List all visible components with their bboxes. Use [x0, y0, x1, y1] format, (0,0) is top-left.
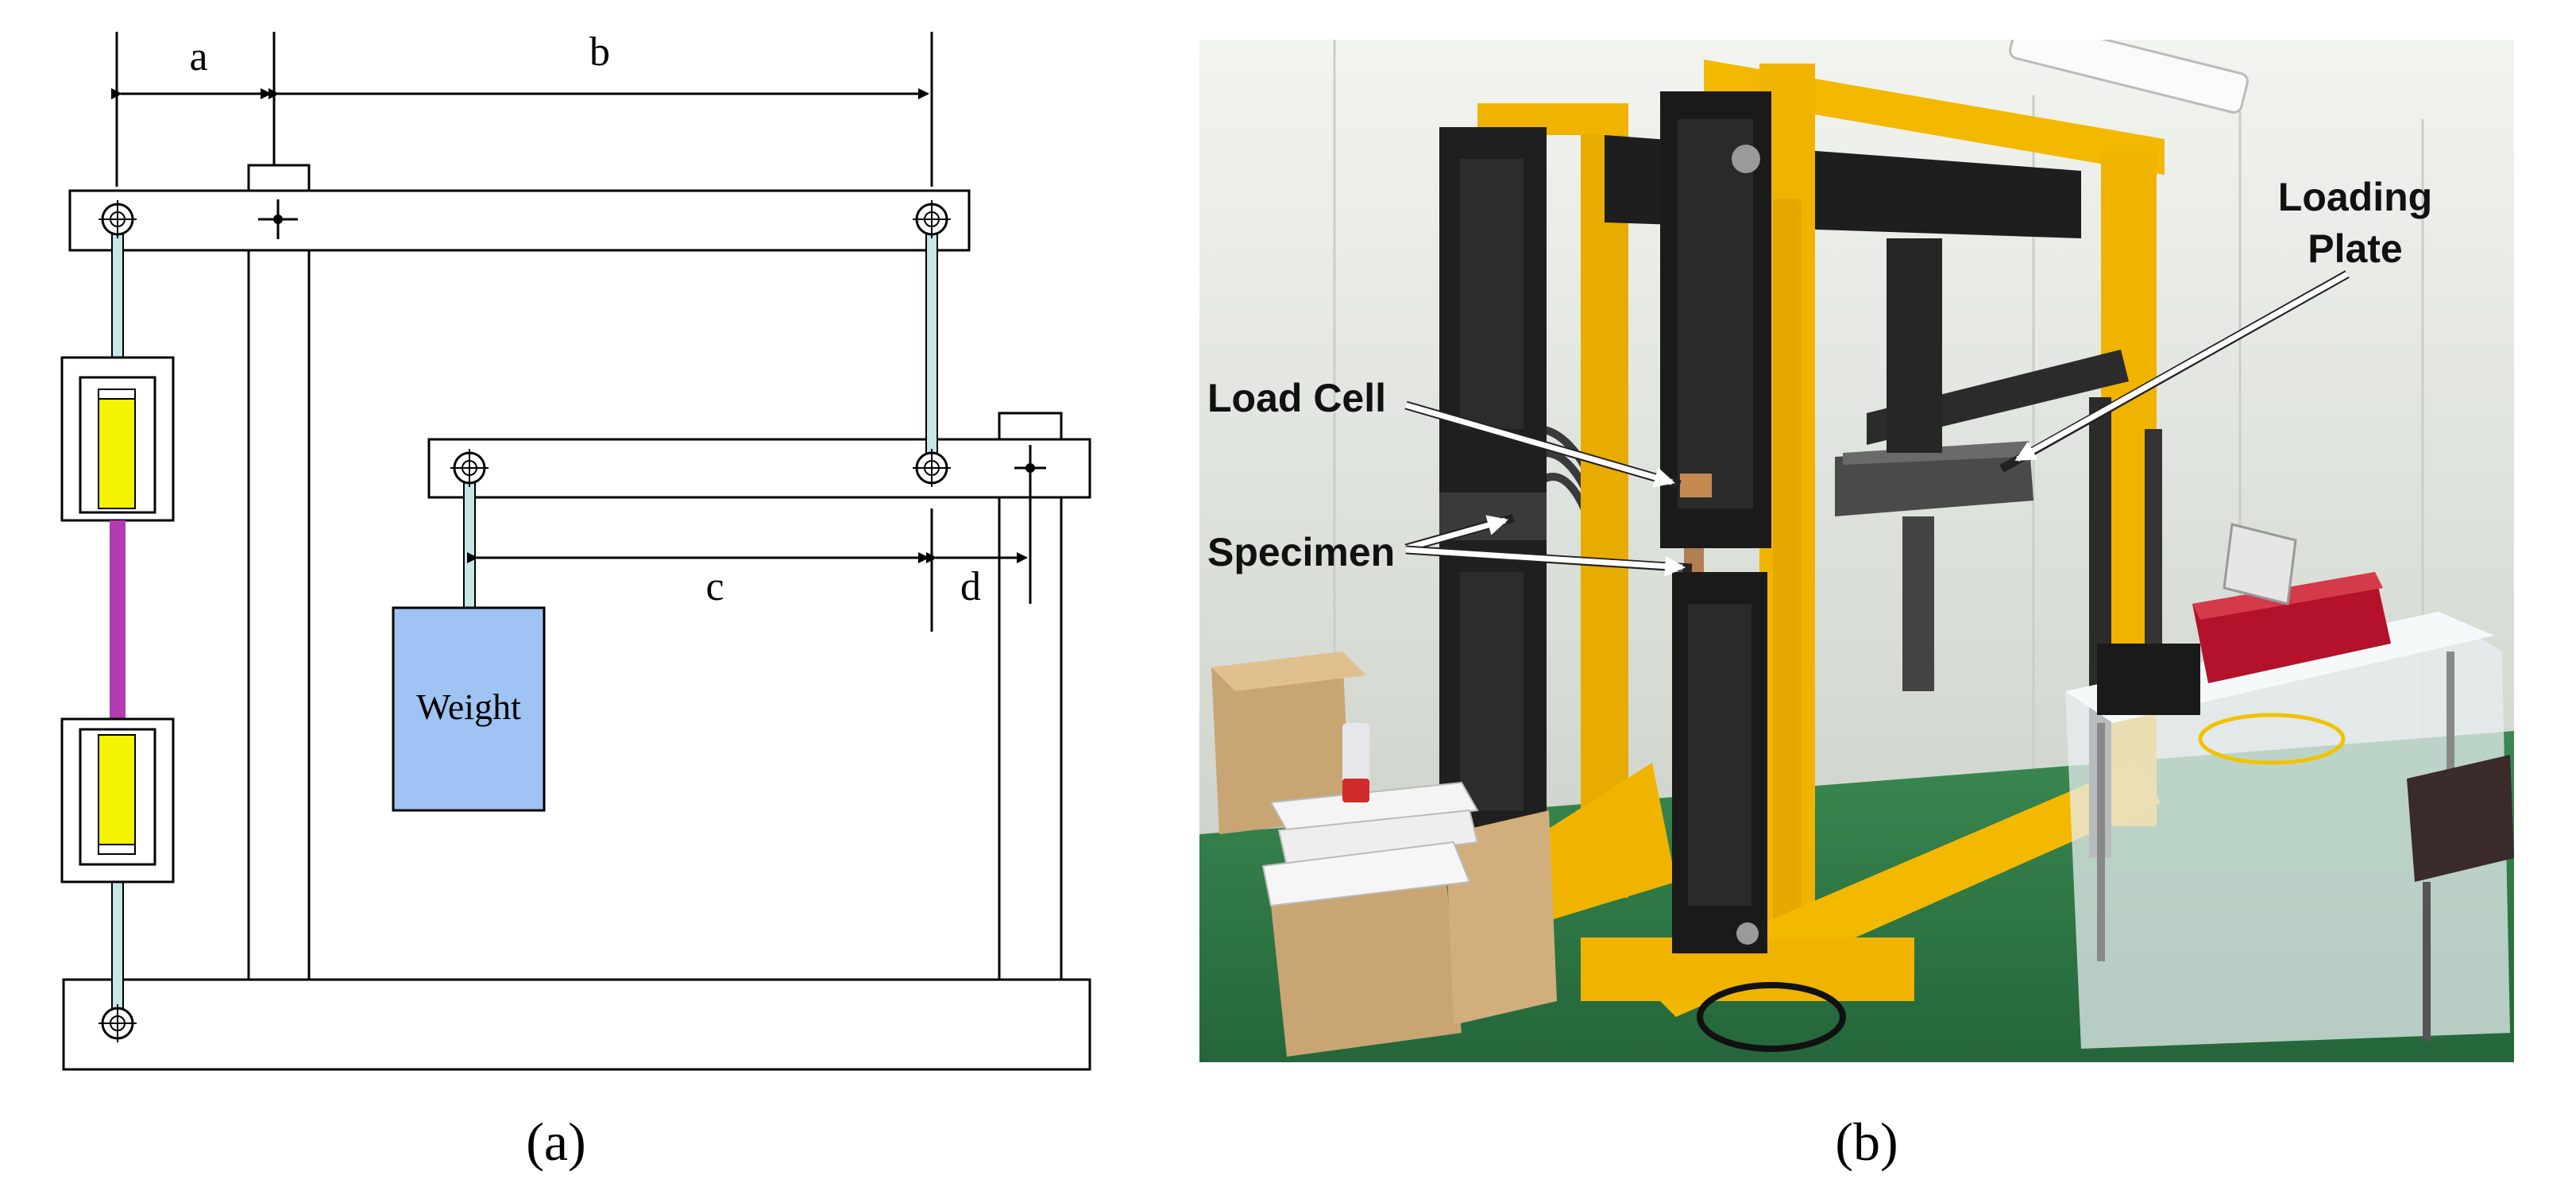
base-beam — [62, 978, 1091, 1071]
dimension-d: d — [926, 477, 1032, 609]
callout-loading-plate-line1: Loading — [2278, 175, 2432, 219]
lower-grip — [60, 717, 175, 883]
dimension-label-c: c — [705, 564, 724, 609]
callout-loading-plate-line2: Plate — [2308, 226, 2403, 271]
callout-specimen: Specimen — [1207, 530, 1395, 574]
floor-cable-coil — [1697, 982, 1846, 1052]
weight-block: Weight — [392, 606, 546, 812]
dimension-b: b — [268, 29, 933, 187]
dimension-c: c — [467, 508, 933, 632]
paper-stack — [1261, 781, 1479, 907]
specimen-arrow-lower — [1405, 547, 1686, 577]
equipment-table — [2065, 523, 2510, 1049]
pin-joint-top-right — [913, 200, 951, 238]
top-lever-beam — [68, 189, 971, 252]
upper-grip-insert — [98, 398, 136, 509]
loading-plate-arrow — [2014, 271, 2349, 462]
load-cell-arrow — [1405, 402, 1675, 488]
upper-grip — [60, 356, 175, 522]
middle-lever-beam — [427, 438, 1091, 499]
panel-b-photo: Loading Plate Load Cell Specimen (b) — [1199, 40, 2514, 1172]
ceiling-light — [2009, 40, 2249, 114]
spray-can — [1342, 723, 1369, 802]
connecting-rod — [925, 219, 938, 469]
pin-joint-base — [98, 1004, 137, 1042]
weight-label: Weight — [416, 686, 521, 727]
back-black-column — [1439, 127, 1547, 842]
load-cell — [1680, 474, 1712, 497]
upper-pull-rod — [111, 218, 124, 359]
caption-a: (a) — [526, 1111, 585, 1172]
chair — [2407, 755, 2514, 1041]
front-black-column — [1660, 91, 1771, 953]
cardboard-boxes — [1211, 651, 1557, 1057]
caption-b: (b) — [1835, 1111, 1898, 1172]
signal-conditioner — [2097, 644, 2200, 715]
pin-joint-top-left — [98, 200, 137, 238]
dimension-label-b: b — [589, 29, 610, 75]
pin-joint-middle-right — [913, 449, 951, 487]
specimen-arrow-upper — [1405, 515, 1508, 551]
lower-grip-insert — [98, 734, 136, 845]
top-fulcrum-pivot — [258, 199, 298, 239]
dimension-label-a: a — [189, 34, 207, 79]
dimension-label-d: d — [960, 564, 981, 609]
left-support-post — [247, 164, 311, 981]
callout-arrows — [1404, 270, 2350, 577]
pin-joint-middle-left — [450, 449, 489, 487]
panel-a-schematic: a b — [60, 29, 1091, 1172]
laptop — [2223, 523, 2297, 605]
weight-hanger-rod — [463, 468, 476, 609]
specimen-bar — [110, 520, 126, 719]
callout-load-cell: Load Cell — [1207, 376, 1386, 420]
lower-pull-rod — [111, 880, 124, 1021]
dimension-a: a — [111, 32, 276, 187]
